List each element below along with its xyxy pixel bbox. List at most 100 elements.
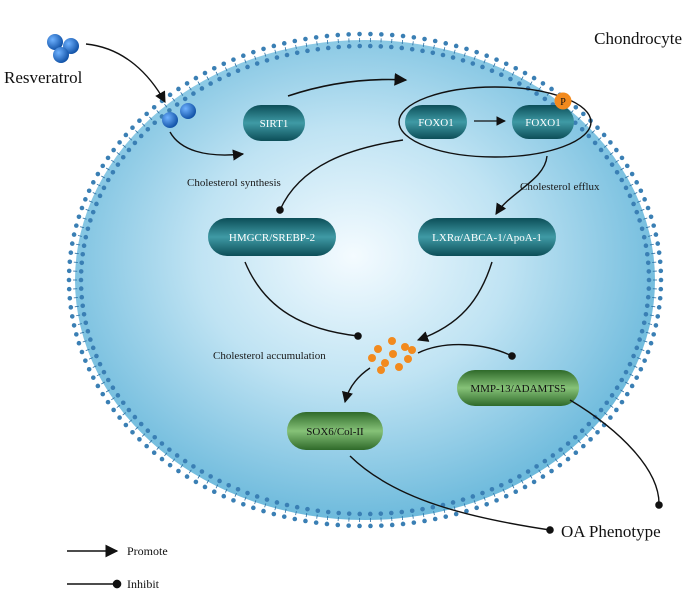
lipid-head-inner: [111, 170, 116, 175]
lipid-head-inner: [615, 385, 620, 390]
lipid-head-inner: [587, 134, 592, 139]
lipid-head-inner: [275, 500, 280, 505]
lipid-head-inner: [347, 44, 352, 49]
lipid-head-inner: [295, 505, 300, 510]
lipid-head-inner: [94, 354, 99, 359]
lipid-head-inner: [644, 243, 649, 248]
phosphate-badge-icon: P: [555, 93, 572, 110]
lipid-head-inner: [106, 378, 111, 383]
lipid-head-inner: [461, 497, 466, 502]
lxr-abca1-apoa1-node[interactable]: LXRα/ABCA-1/ApoA-1: [418, 218, 556, 256]
lipid-head-inner: [217, 77, 222, 82]
lipid-head-inner: [326, 46, 331, 51]
lipid-head-outer: [100, 164, 105, 169]
lipid-head-inner: [637, 337, 642, 342]
lipid-head-outer: [541, 474, 546, 479]
lipid-head-outer: [513, 489, 518, 494]
lipid-head-inner: [255, 494, 260, 499]
lipid-head-inner: [628, 362, 633, 367]
lipid-head-outer: [581, 444, 586, 449]
foxo1-node[interactable]: FOXO1: [405, 105, 467, 139]
lipid-head-inner: [336, 45, 341, 50]
lipid-head-outer: [91, 180, 96, 185]
lipid-head-inner: [368, 44, 373, 49]
hmgcr-srebp2-node[interactable]: HMGCR/SREBP-2: [208, 218, 336, 256]
lipid-head-inner: [640, 226, 645, 231]
lipid-head-outer: [83, 358, 88, 363]
lipid-head-outer: [454, 512, 459, 517]
mmp13-adamts5-node[interactable]: MMP-13/ADAMTS5: [457, 370, 579, 406]
legend: Promote Inhibit: [67, 544, 168, 591]
lipid-head-outer: [106, 156, 111, 161]
lipid-head-outer: [185, 81, 190, 86]
lipid-head-outer: [649, 214, 654, 219]
lipid-head-inner: [566, 441, 571, 446]
lipid-head-inner: [121, 400, 126, 405]
lipid-head-outer: [91, 375, 96, 380]
lipid-head-outer: [368, 32, 373, 37]
lipid-head-outer: [106, 400, 111, 405]
lipid-head-outer: [176, 469, 181, 474]
resveratrol-label: Resveratrol: [4, 68, 83, 87]
lipid-head-inner: [116, 162, 121, 167]
lipid-head-outer: [137, 437, 142, 442]
lipid-head-outer: [70, 241, 75, 246]
lipid-head-outer: [325, 522, 330, 527]
lipid-head-outer: [659, 278, 664, 283]
lipid-head-inner: [647, 269, 652, 274]
sirt1-node[interactable]: SIRT1: [243, 105, 305, 141]
lipid-head-outer: [203, 485, 208, 490]
lipid-head-outer: [303, 519, 308, 524]
lipid-head-inner: [217, 479, 222, 484]
lipid-head-outer: [639, 367, 644, 372]
lipid-head-outer: [251, 50, 256, 55]
lipid-head-inner: [441, 53, 446, 58]
lipid-head-outer: [87, 367, 92, 372]
lipid-head-outer: [368, 524, 373, 529]
lipid-head-outer: [532, 76, 537, 81]
lipid-head-inner: [326, 510, 331, 515]
lipid-head-outer: [83, 197, 88, 202]
lipid-head-inner: [543, 459, 548, 464]
lipid-head-inner: [316, 47, 321, 52]
lipid-head-inner: [160, 441, 165, 446]
lxr-label: LXRα/ABCA-1/ApoA-1: [432, 232, 542, 244]
lipid-head-outer: [231, 57, 236, 62]
lipid-head-inner: [480, 491, 485, 496]
lipid-head-inner: [167, 447, 172, 452]
lipid-head-outer: [654, 323, 659, 328]
lipid-head-outer: [96, 172, 101, 177]
lipid-head-inner: [265, 58, 270, 63]
lipid-head-inner: [631, 202, 636, 207]
lipid-tail: [317, 41, 318, 45]
lipid-head-inner: [79, 261, 84, 266]
lipid-head-outer: [412, 35, 417, 40]
lipid-head-outer: [549, 469, 554, 474]
lipid-head-inner: [191, 91, 196, 96]
lipid-head-inner: [624, 186, 629, 191]
lipid-head-outer: [72, 232, 77, 237]
lipid-head-inner: [357, 512, 362, 517]
lipid-head-outer: [655, 314, 660, 319]
lipid-head-inner: [431, 505, 436, 510]
foxo1-phosphorylated-node[interactable]: FOXO1: [512, 105, 574, 139]
lipid-head-outer: [251, 506, 256, 511]
lipid-head-inner: [83, 235, 88, 240]
lipid-head-inner: [183, 97, 188, 102]
lipid-head-inner: [499, 483, 504, 488]
lipid-head-outer: [658, 269, 663, 274]
lipid-head-inner: [208, 81, 213, 86]
lipid-head-inner: [451, 500, 456, 505]
lipid-head-inner: [295, 50, 300, 55]
lipid-head-outer: [574, 105, 579, 110]
lipid-head-inner: [102, 370, 107, 375]
lipid-head-inner: [610, 393, 615, 398]
lipid-head-outer: [221, 61, 226, 66]
sox6-colii-node[interactable]: SOX6/Col-II: [287, 412, 383, 450]
lipid-head-outer: [168, 93, 173, 98]
lipid-head-outer: [111, 148, 116, 153]
lipid-head-outer: [454, 44, 459, 49]
lipid-head-inner: [152, 120, 157, 125]
lipid-head-inner: [347, 511, 352, 516]
lipid-head-inner: [619, 378, 624, 383]
